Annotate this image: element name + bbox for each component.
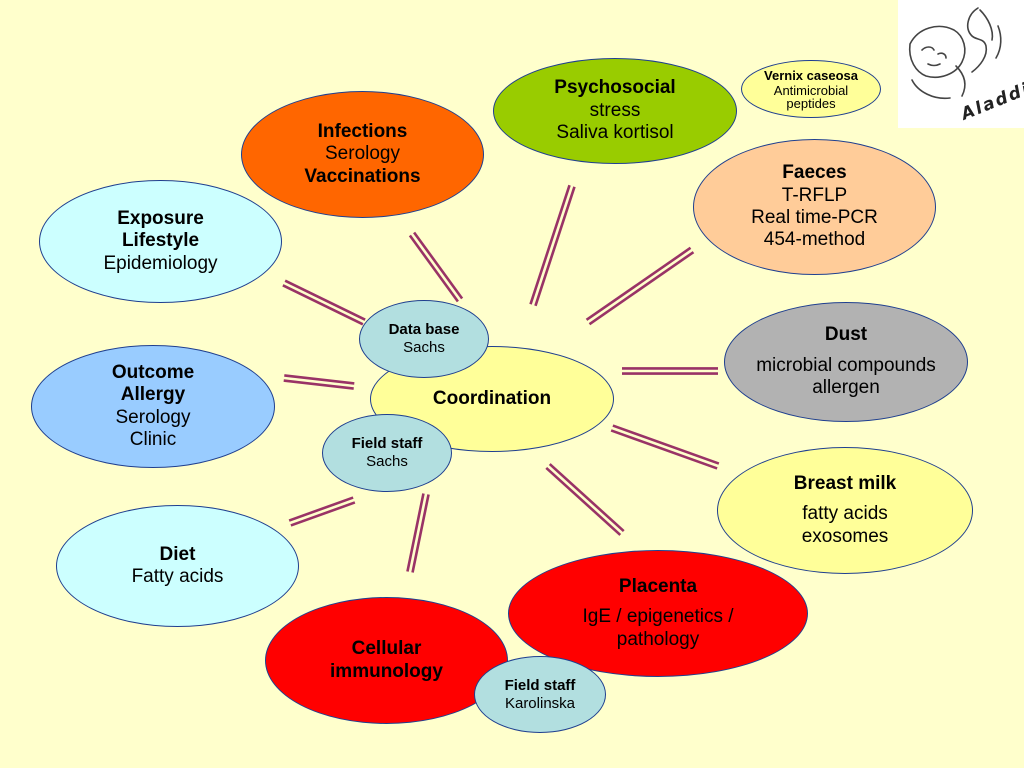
- connector-dust: [622, 367, 718, 375]
- connector-infections: [408, 231, 464, 303]
- connector-line: [612, 424, 720, 465]
- node-field-staff-karolinska: Field staff Karolinska: [474, 656, 606, 733]
- node-line: fatty acids: [802, 503, 888, 525]
- node-line: Clinic: [129, 428, 177, 450]
- node-title: Allergy: [120, 384, 186, 406]
- node-title: Outcome: [111, 361, 195, 383]
- connector-exposure: [282, 279, 366, 326]
- connector-line: [413, 231, 464, 300]
- connector-line: [284, 279, 366, 321]
- node-exposure-lifestyle: Exposure Lifestyle Epidemiology: [39, 180, 282, 303]
- connector-placenta: [545, 463, 625, 536]
- node-line: Sachs: [366, 453, 408, 470]
- connector-psychosocial: [529, 184, 576, 307]
- connector-line: [290, 501, 356, 527]
- connector-line: [284, 374, 355, 385]
- connector-line: [283, 379, 354, 390]
- node-line: peptides: [786, 95, 836, 111]
- connector-outcome: [283, 374, 355, 390]
- node-title: Placenta: [618, 575, 698, 597]
- connector-line: [529, 184, 571, 305]
- node-line: Fatty acids: [131, 566, 224, 587]
- node-title: Coordination: [432, 387, 552, 409]
- node-infections: Infections Serology Vaccinations: [241, 91, 484, 218]
- logo-text: Aladdin: [957, 74, 1024, 126]
- node-title: immunology: [330, 660, 443, 682]
- node-title: Breast milk: [793, 472, 897, 494]
- connector-line: [411, 494, 430, 573]
- node-title: Faeces: [782, 162, 847, 184]
- node-faeces: Faeces T-RFLP Real time-PCR 454-method: [693, 139, 936, 275]
- node-title: Psychosocial: [554, 77, 676, 99]
- connector-line: [588, 251, 695, 326]
- connector-line: [585, 246, 692, 321]
- node-line: stress: [589, 99, 641, 121]
- connector-line: [406, 493, 425, 572]
- node-breast-milk: Breast milk fatty acids exosomes: [717, 447, 973, 574]
- connector-breast-milk: [610, 424, 720, 470]
- node-title: Field staff: [504, 676, 576, 694]
- node-line: IgE / epigenetics /: [582, 606, 734, 628]
- node-line: Serology: [115, 406, 191, 428]
- connector-line: [288, 496, 354, 522]
- node-line: pathology: [616, 628, 700, 650]
- node-title: Cellular: [351, 638, 422, 660]
- connector-diet: [288, 496, 356, 527]
- node-diet: Diet Fatty acids: [56, 505, 299, 627]
- node-line: Antimicrobial: [773, 82, 849, 98]
- node-title: Field staff: [351, 435, 423, 453]
- node-title: Vernix caseosa: [764, 68, 858, 84]
- node-title: Lifestyle: [121, 230, 200, 252]
- connector-line: [282, 284, 364, 326]
- connector-line: [408, 234, 459, 303]
- node-title: Infections: [317, 120, 408, 142]
- node-outcome-allergy: Outcome Allergy Serology Clinic: [31, 345, 275, 468]
- node-title: Data base: [388, 321, 460, 339]
- node-line: Real time-PCR: [751, 207, 878, 228]
- connector-line: [548, 463, 625, 533]
- node-title: Exposure: [117, 207, 204, 229]
- node-line: Saliva kortisol: [556, 122, 674, 144]
- connector-faeces: [585, 246, 695, 326]
- node-line: allergen: [812, 377, 880, 399]
- connector-cellular: [406, 493, 430, 573]
- node-title: Dust: [824, 324, 868, 346]
- node-line: Karolinska: [504, 694, 576, 712]
- connector-line: [610, 429, 718, 470]
- node-vernix-caseosa: Vernix caseosa Antimicrobial peptides: [741, 60, 881, 118]
- node-field-staff-sachs: Field staff Sachs: [322, 414, 452, 492]
- node-data-base: Data base Sachs: [359, 300, 489, 378]
- connector-line: [534, 186, 576, 307]
- node-line: Serology: [325, 143, 400, 165]
- node-line: Epidemiology: [103, 252, 218, 274]
- node-line: Sachs: [403, 339, 445, 356]
- mother-child-icon: Aladdin: [908, 7, 1024, 126]
- node-title: Diet: [159, 543, 196, 565]
- node-dust: Dust microbial compounds allergen: [724, 302, 968, 422]
- node-title: Vaccinations: [304, 165, 421, 187]
- node-placenta: Placenta IgE / epigenetics / pathology: [508, 550, 808, 677]
- node-psychosocial: Psychosocial stress Saliva kortisol: [493, 58, 737, 164]
- aladdin-logo: Aladdin: [898, 0, 1024, 128]
- node-line: 454-method: [763, 229, 866, 251]
- connector-line: [545, 466, 622, 536]
- node-line: T-RFLP: [781, 184, 848, 206]
- node-line: microbial compounds: [756, 354, 936, 376]
- node-line: exosomes: [801, 525, 889, 547]
- node-cellular-immunology: Cellular immunology: [265, 597, 508, 724]
